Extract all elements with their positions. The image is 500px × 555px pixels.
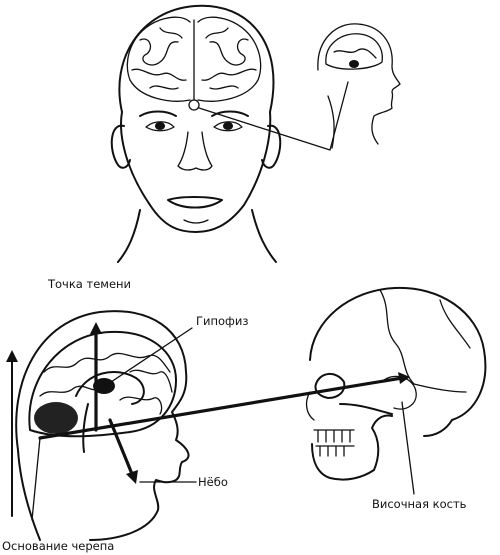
temporal-arrow-head (398, 372, 410, 384)
skull-sutures (379, 289, 471, 393)
mouth (167, 196, 223, 209)
right-eyebrow (211, 110, 249, 117)
front-face-figure (110, 4, 282, 263)
skull-base-leader (31, 437, 41, 521)
temporal-region (383, 375, 417, 410)
skull-mandible (311, 414, 393, 481)
sagittal-head-figure (6, 310, 197, 541)
sagittal-brain-outline (28, 330, 177, 438)
corpus-callosum (75, 371, 145, 405)
vertex-arrow-head (90, 322, 102, 334)
label-skull-base: Основание черепа (2, 539, 114, 553)
right-ear (261, 124, 282, 169)
right-pupil (223, 122, 233, 130)
right-eye (213, 121, 243, 132)
skull-nasal (305, 391, 315, 421)
front-face-outline (120, 111, 272, 233)
palate-arrow-head (126, 470, 138, 484)
sagittal-brain-folds (39, 352, 173, 415)
label-pituitary: Гипофиз (196, 314, 248, 328)
brainstem (82, 403, 89, 453)
pineal-marker (188, 99, 200, 111)
sagittal-skull-outline (15, 310, 190, 541)
skull-base-arrow-head (6, 350, 18, 362)
skull-upper-teeth (313, 429, 355, 443)
pineal-pointer-line (198, 81, 349, 151)
temporal-axis-line (38, 376, 404, 440)
palate-pointer (108, 418, 134, 476)
left-eyebrow (139, 110, 177, 117)
neck-right (251, 209, 277, 263)
small-profile-neck (327, 95, 335, 149)
left-pupil (155, 122, 165, 130)
skull-lower-teeth (315, 445, 355, 457)
left-ear (110, 124, 131, 169)
skull-zygomatic (339, 403, 393, 415)
label-temporal-bone: Височная кость (372, 497, 467, 511)
front-head-outline (118, 4, 275, 113)
cerebellum (34, 402, 78, 434)
sagittal-back-head (17, 449, 41, 541)
small-profile-brain (325, 33, 383, 70)
sagittal-pituitary (93, 378, 115, 394)
neck-left (117, 209, 141, 263)
small-profile-pituitary (349, 60, 359, 68)
pituitary-leader (107, 327, 193, 385)
nose (177, 131, 213, 171)
skull-cranium (309, 286, 487, 437)
temporal-bone-leader (401, 401, 415, 495)
left-eye (145, 121, 175, 132)
label-palate: Нёбо (198, 475, 228, 489)
small-profile-figure (317, 23, 401, 149)
front-brain-right-hemisphere (197, 16, 262, 102)
skull-orbit (314, 373, 346, 399)
label-vertex-point: Точка темени (47, 277, 131, 291)
front-brain-left-hemisphere (126, 16, 191, 102)
small-profile-outline (317, 23, 401, 145)
chin-line (183, 219, 209, 224)
